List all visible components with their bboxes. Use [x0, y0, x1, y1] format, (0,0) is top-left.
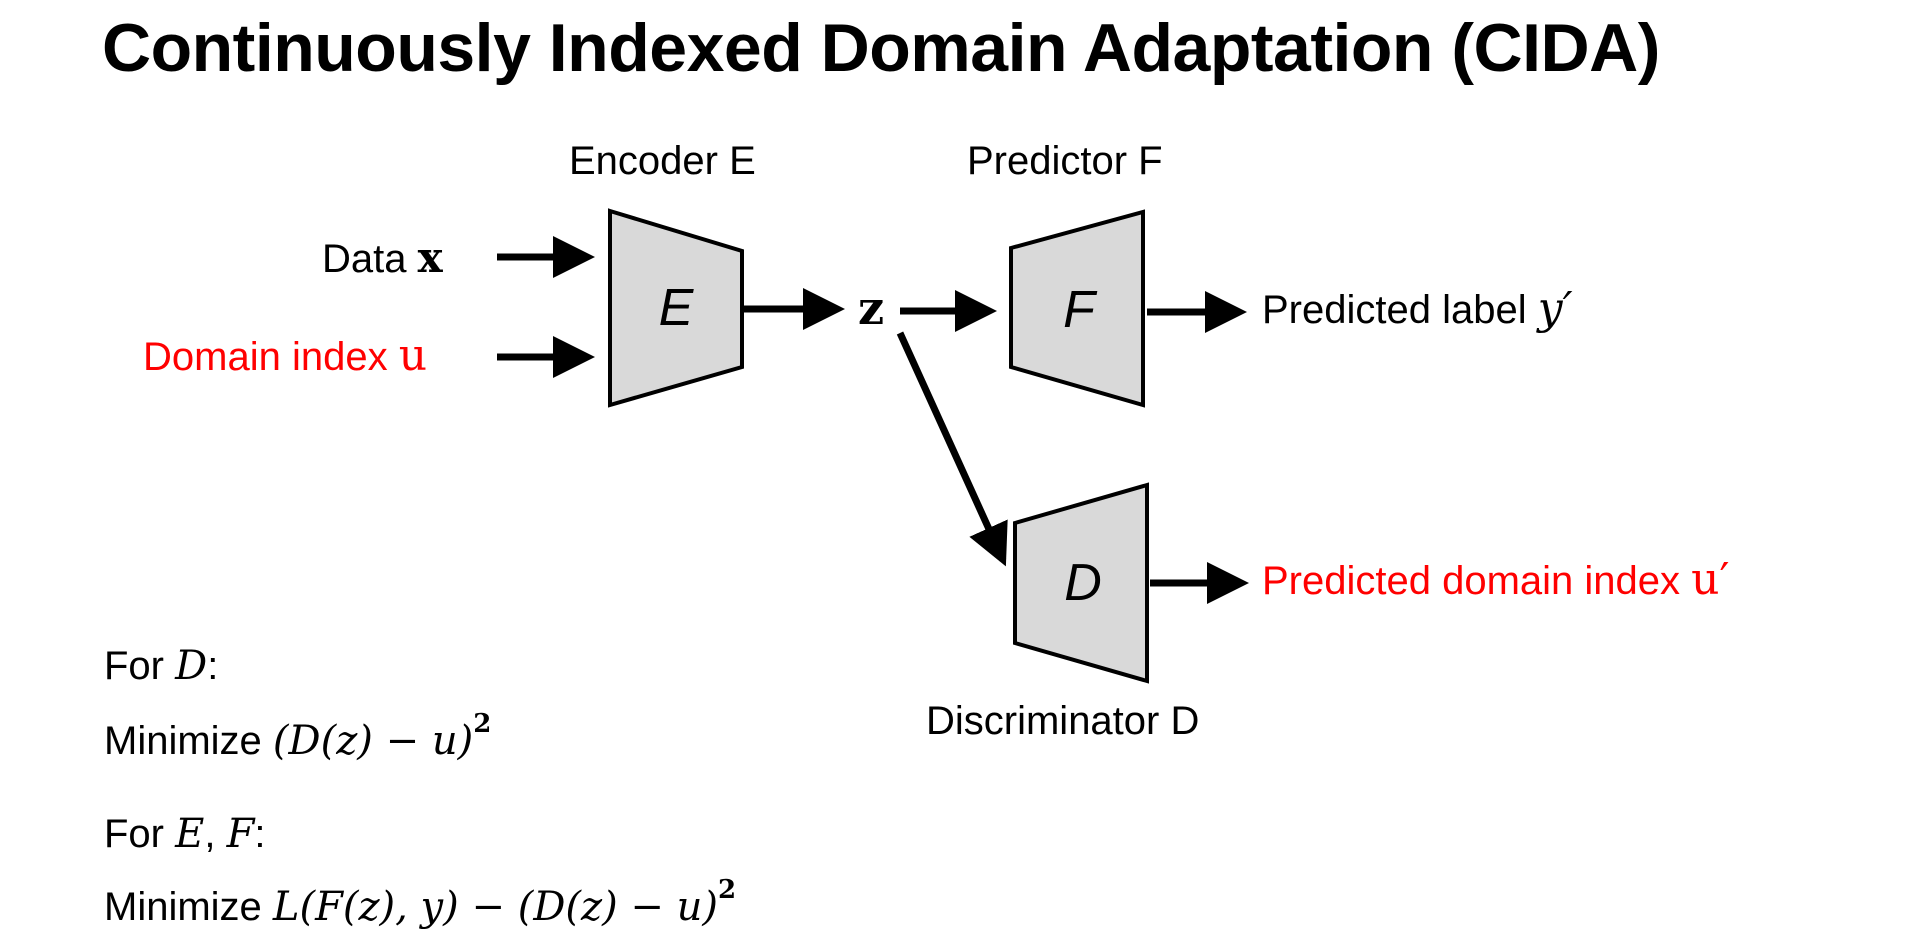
objective-ef-heading-sep: ,: [204, 812, 216, 856]
objective-ef-expr: L(F(z), y) − (D(z) − u): [272, 884, 718, 930]
input-domain-index: Domain index u: [143, 332, 427, 381]
objective-ef-heading-var2: F: [226, 811, 255, 857]
output-domain-symbol: u′: [1691, 554, 1730, 605]
output-label-text: Predicted label: [1262, 288, 1527, 332]
objective-ef-heading-suffix: :: [254, 812, 266, 856]
objective-ef-heading: For E, F:: [104, 810, 265, 858]
input-domain-symbol: u: [398, 330, 428, 381]
objective-ef-heading-var1: E: [175, 811, 205, 857]
encoder-block: [608, 208, 744, 408]
input-data-symbol: x: [417, 233, 443, 282]
output-label-symbol: y′: [1537, 283, 1573, 334]
discriminator-label: Discriminator D: [926, 699, 1200, 743]
objective-d-heading-suffix: :: [207, 644, 219, 688]
discriminator-symbol: D: [1064, 554, 1102, 612]
predictor-symbol: F: [1063, 281, 1095, 339]
objective-d-heading-prefix: For: [104, 644, 164, 688]
latent-z-symbol: z: [858, 281, 885, 335]
objective-d-prefix: Minimize: [104, 719, 262, 763]
input-data-label: Data: [322, 237, 407, 281]
objective-d-formula: Minimize (D(z) − u)2: [104, 700, 491, 765]
objective-d-power: 2: [473, 709, 492, 739]
page-title: Continuously Indexed Domain Adaptation (…: [102, 10, 1660, 86]
output-domain-text: Predicted domain index: [1262, 559, 1681, 603]
output-predicted-domain: Predicted domain index u′: [1262, 556, 1729, 605]
objective-ef-prefix: Minimize: [104, 885, 262, 929]
predictor-label: Predictor F: [967, 139, 1163, 183]
objective-d-heading: For D:: [104, 642, 218, 690]
objective-d-expr: (D(z) − u): [272, 718, 474, 764]
objective-ef-formula: Minimize L(F(z), y) − (D(z) − u)2: [104, 866, 736, 931]
encoder-label: Encoder E: [569, 139, 756, 183]
encoder-symbol: E: [658, 279, 694, 337]
input-data: Data x: [322, 234, 443, 283]
objective-ef-heading-prefix: For: [104, 812, 164, 856]
arrow-z-to-discriminator: [896, 331, 1008, 567]
input-domain-label: Domain index: [143, 335, 388, 379]
predictor-block: [1009, 209, 1145, 408]
objective-ef-power: 2: [717, 875, 737, 905]
objective-d-heading-var: D: [175, 643, 208, 689]
output-predicted-label: Predicted label y′: [1262, 285, 1573, 334]
discriminator-block: [1013, 482, 1149, 684]
